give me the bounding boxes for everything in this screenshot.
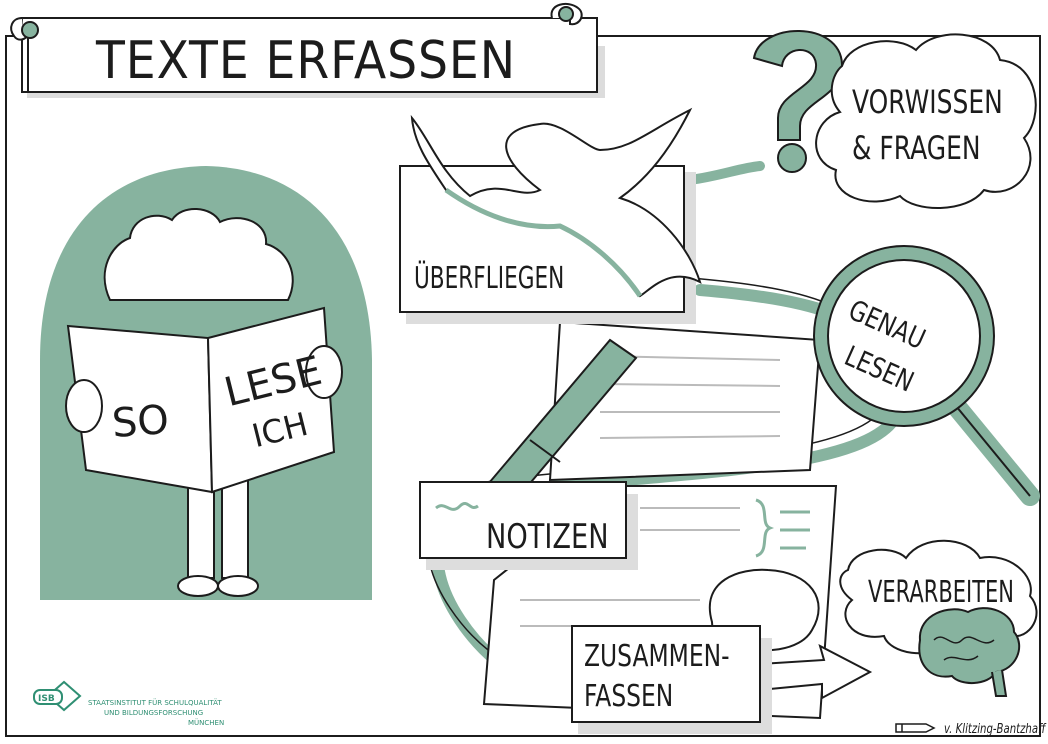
- svg-text:ISB: ISB: [38, 694, 55, 704]
- institute-line1: STAATSINSTITUT FÜR SCHULQUALITÄT: [88, 699, 222, 707]
- notizen-card: [419, 481, 638, 570]
- page-title: TEXTE ERFASSEN: [95, 31, 516, 91]
- question-mark-icon: [752, 30, 844, 173]
- magnifier-icon: [813, 245, 1040, 506]
- newspaper-left-text: SO: [110, 397, 171, 447]
- notizen-label: NOTIZEN: [486, 517, 609, 557]
- ueberfliegen-label: ÜBERFLIEGEN: [414, 261, 565, 296]
- institute-line2: UND BILDUNGSFORSCHUNG: [104, 709, 204, 717]
- pencil-icon: [895, 723, 936, 733]
- zusammen-line1: ZUSAMMEN-: [584, 639, 730, 674]
- cloud-icon: [815, 33, 1037, 210]
- isb-logo: ISB: [33, 680, 82, 712]
- title-banner: TEXTE ERFASSEN: [10, 2, 605, 98]
- brain-icon: [918, 607, 1021, 697]
- zusammenfassen-card: [571, 625, 772, 734]
- vorwissen-line1: VORWISSEN: [852, 83, 1003, 121]
- vorwissen-line2: & FRAGEN: [852, 129, 981, 167]
- verarbeiten-label: VERARBEITEN: [868, 575, 1015, 610]
- reader-illustration: [40, 166, 372, 600]
- zusammen-line2: FASSEN: [584, 679, 674, 714]
- artist-credit: v. Klitzing-Bantzhaff: [944, 722, 1046, 737]
- institute-line3: MÜNCHEN: [188, 719, 225, 727]
